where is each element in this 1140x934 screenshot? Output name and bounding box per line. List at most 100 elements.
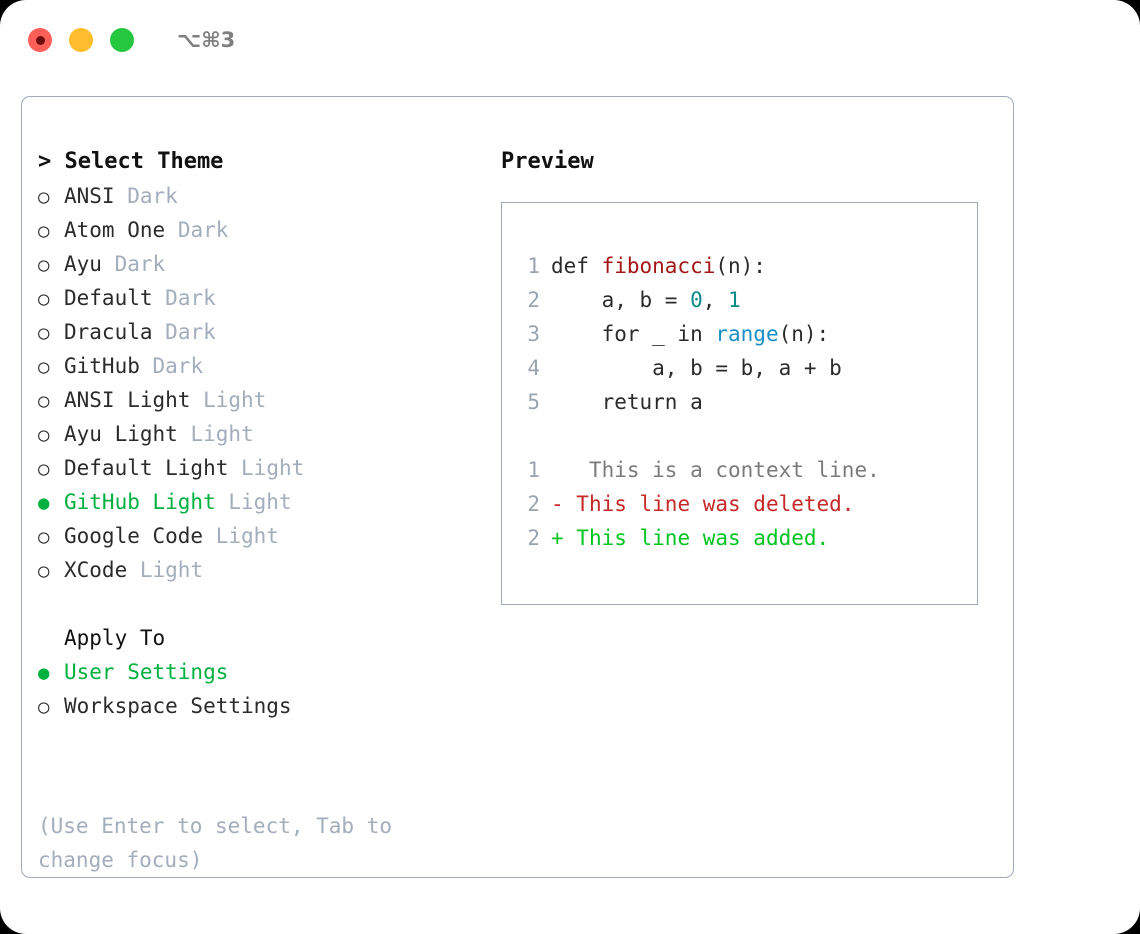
theme-variant-label: Light	[190, 422, 254, 446]
code-token: for _ in	[551, 322, 716, 346]
theme-name-label: Google Code	[64, 524, 204, 548]
code-token: a, b = b, a + b	[551, 356, 842, 380]
diff-text: This line was added.	[563, 526, 830, 550]
apply-to-option[interactable]: ● User Settings	[38, 655, 493, 689]
theme-list-item[interactable]: ○ Default Dark	[38, 281, 493, 315]
theme-variant-label: Light	[139, 558, 204, 582]
radio-unselected-icon: ○	[38, 390, 50, 412]
theme-name-label: GitHub Light	[64, 490, 216, 514]
line-number: 1	[527, 254, 540, 278]
radio-unselected-icon: ○	[38, 288, 50, 310]
code-token: ,	[702, 288, 729, 312]
radio-selected-icon: ●	[38, 492, 50, 514]
code-token: range	[715, 322, 779, 346]
theme-variant-label: Dark	[114, 252, 166, 276]
zoom-window-button[interactable]	[110, 28, 134, 52]
keyboard-hint-text: (Use Enter to select, Tab to change focu…	[38, 814, 405, 872]
theme-variant-label: Light	[215, 524, 279, 548]
theme-list-item[interactable]: ○XCode Light	[38, 553, 493, 587]
theme-name-label: Default Light	[64, 456, 229, 480]
diff-text: This line was deleted.	[563, 492, 855, 516]
radio-unselected-icon: ○	[38, 424, 50, 446]
diff-line: 2- This line was deleted.	[516, 487, 971, 521]
code-line: 5 return a	[516, 385, 971, 419]
diff-line-number: 2	[527, 526, 540, 550]
apply-to-heading: Apply To	[64, 626, 166, 650]
theme-name-label: ANSI	[64, 184, 115, 208]
radio-unselected-icon: ○	[38, 186, 50, 208]
radio-unselected-icon: ○	[38, 322, 50, 344]
code-line: 2 a, b = 0, 1	[516, 283, 971, 317]
theme-name-label: Default	[64, 286, 153, 310]
window-title: ⌥⌘3	[177, 27, 236, 52]
radio-unselected-icon: ○	[38, 220, 50, 242]
theme-variant-label: Light	[241, 456, 305, 480]
theme-list-item[interactable]: ○Ayu Dark	[38, 247, 493, 281]
minimize-window-button[interactable]	[69, 28, 93, 52]
apply-to-list[interactable]: ● User Settings ○ Workspace Settings	[38, 655, 493, 723]
theme-list-item[interactable]: ○Atom One Dark	[38, 213, 493, 247]
theme-name-label: Ayu	[64, 252, 102, 276]
diff-line-number: 1	[527, 458, 540, 482]
code-token: fibonacci	[601, 254, 716, 278]
line-number: 5	[527, 390, 540, 414]
code-token: return a	[551, 390, 703, 414]
theme-list[interactable]: ○ANSI Dark○Atom One Dark○Ayu Dark○Defaul…	[38, 179, 493, 587]
radio-unselected-icon: ○	[38, 696, 50, 718]
traffic-light-group	[28, 28, 134, 52]
radio-unselected-icon: ○	[38, 356, 50, 378]
theme-list-item[interactable]: ○ ANSI Dark	[38, 179, 493, 213]
apply-to-option[interactable]: ○ Workspace Settings	[38, 689, 493, 723]
code-token: a, b =	[551, 288, 691, 312]
apply-to-option-label: Workspace Settings	[64, 694, 292, 718]
theme-name-label: GitHub	[64, 354, 140, 378]
theme-variant-label: Light	[228, 490, 292, 514]
line-number: 3	[527, 322, 540, 346]
theme-list-item[interactable]: ○ Dracula Dark	[38, 315, 493, 349]
theme-list-item[interactable]: ● GitHub Light Light	[38, 485, 493, 519]
theme-list-item[interactable]: ○ANSI Light Light	[38, 383, 493, 417]
theme-name-label: Dracula	[64, 320, 153, 344]
code-token: (n):	[778, 322, 830, 346]
code-token: 1	[728, 288, 741, 312]
main-panel: > Select Theme ○ANSI Dark○Atom One Dark○…	[21, 96, 1014, 878]
preview-heading: Preview	[501, 149, 594, 174]
diff-line: 1 This is a context line.	[516, 453, 971, 487]
diff-marker	[551, 458, 564, 482]
theme-list-item[interactable]: ○ Default Light Light	[38, 451, 493, 485]
diff-sample: 1 This is a context line.2- This line wa…	[516, 453, 971, 555]
radio-selected-icon: ●	[38, 662, 50, 684]
close-window-button[interactable]	[28, 28, 52, 52]
theme-picker-column: > Select Theme ○ANSI Dark○Atom One Dark○…	[38, 145, 493, 723]
theme-list-item[interactable]: ○ GitHub Dark	[38, 349, 493, 383]
line-number: 4	[527, 356, 540, 380]
select-theme-heading: > Select Theme	[38, 149, 224, 174]
theme-variant-label: Dark	[165, 286, 216, 310]
code-diff-separator	[516, 419, 971, 453]
theme-list-item[interactable]: ○ Ayu Light Light	[38, 417, 493, 451]
code-line: 4 a, b = b, a + b	[516, 351, 971, 385]
radio-unselected-icon: ○	[38, 458, 50, 480]
title-bar: ⌥⌘3	[0, 0, 1140, 80]
code-token: 0	[690, 288, 703, 312]
theme-list-item[interactable]: ○Google Code Light	[38, 519, 493, 553]
diff-marker: +	[551, 526, 564, 550]
code-token: def	[551, 254, 602, 278]
diff-text: This is a context line.	[563, 458, 880, 482]
diff-marker: -	[551, 492, 564, 516]
recording-indicator-icon	[35, 35, 45, 45]
theme-name-label: XCode	[64, 558, 128, 582]
theme-variant-label: Dark	[152, 354, 204, 378]
theme-name-label: Ayu Light	[64, 422, 178, 446]
theme-variant-label: Dark	[165, 320, 216, 344]
theme-variant-label: Dark	[177, 218, 229, 242]
diff-line-number: 2	[527, 492, 540, 516]
diff-line: 2 + This line was added.	[516, 521, 971, 555]
apply-to-option-label: User Settings	[64, 660, 229, 684]
theme-variant-label: Dark	[127, 184, 178, 208]
code-token: (n):	[715, 254, 766, 278]
